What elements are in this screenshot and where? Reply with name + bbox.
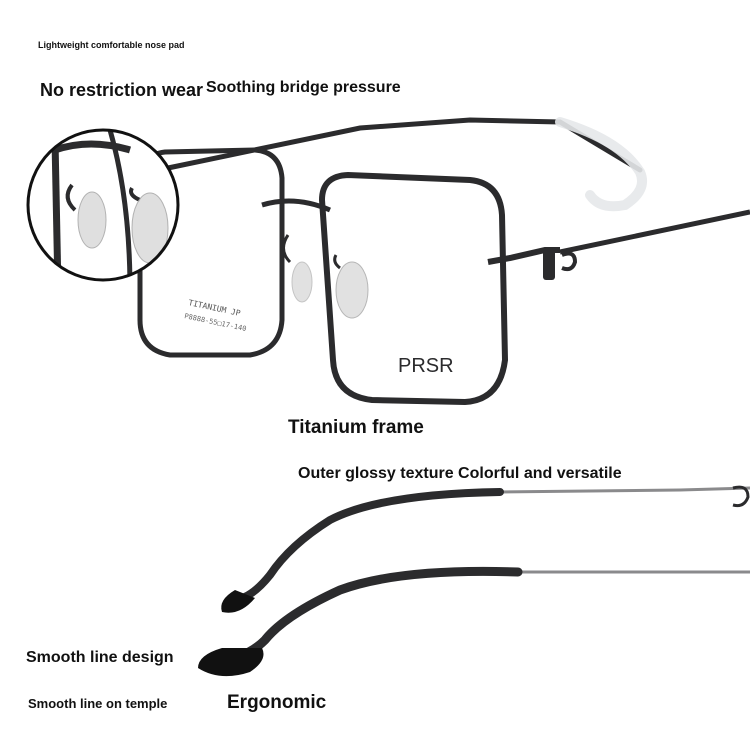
near-temple: [487, 209, 750, 280]
brand-logo-text: PRSR: [398, 355, 454, 377]
outer-glossy-caption: Outer glossy texture Colorful and versat…: [298, 465, 622, 482]
smooth-line-temple-caption: Smooth line on temple: [28, 696, 168, 711]
far-temple: [165, 117, 648, 212]
temple-detail-lower: [198, 566, 750, 677]
titanium-frame-caption: Titanium frame: [288, 417, 424, 438]
nose-pad: [282, 234, 369, 319]
no-restriction-caption: No restriction wear: [40, 80, 204, 100]
smooth-line-design-caption: Smooth line design: [26, 649, 174, 666]
soothing-bridge-caption: Soothing bridge pressure: [206, 79, 401, 96]
nose-pad-magnifier: [26, 128, 180, 282]
ergonomic-caption: Ergonomic: [227, 692, 327, 713]
right-lens-frame: PRSR: [318, 171, 509, 406]
temple-detail-upper: [221, 485, 750, 613]
nose-pad-caption: Lightweight comfortable nose pad: [38, 40, 185, 50]
